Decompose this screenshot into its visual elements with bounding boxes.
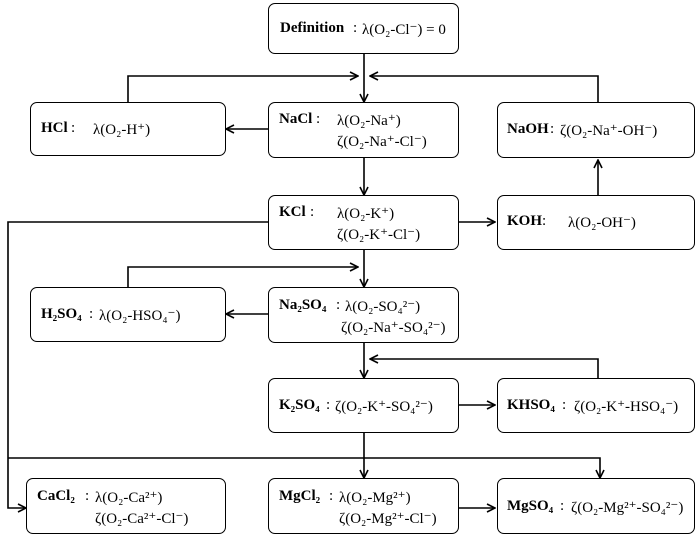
arrow-h2so4-to-main <box>127 267 358 287</box>
node-khso4: KHSO₄: ζ(O₂-K⁺-HSO₄⁻) <box>497 378 695 433</box>
node-h2so4-colon: : <box>89 306 94 322</box>
arrow-kcl-to-cacl2 <box>7 221 268 508</box>
node-k2so4-colon: : <box>326 397 331 413</box>
node-naoh-colon: : <box>550 121 555 137</box>
node-kcl: KCl: λ(O₂-K⁺) ζ(O₂-K⁺-Cl⁻) <box>268 195 459 250</box>
node-na2so4-line-2: ζ(O₂-Na⁺-SO₄²⁻) <box>341 320 446 336</box>
node-k2so4-line-1: ζ(O₂-K⁺-SO₄²⁻) <box>335 399 433 415</box>
node-koh-name: KOH <box>507 213 543 229</box>
node-k2so4: K₂SO₄: ζ(O₂-K⁺-SO₄²⁻) <box>268 378 459 433</box>
arrow-khso4-to-main <box>370 359 599 378</box>
node-definition-name: Definition <box>280 20 345 36</box>
arrow-k2so4-to-mgso4 <box>363 433 600 478</box>
node-mgcl2-name: MgCl₂ <box>279 488 321 504</box>
node-k2so4-name: K₂SO₄ <box>279 397 320 413</box>
node-hcl: HCl: λ(O₂-H⁺) <box>30 102 226 156</box>
node-nacl-name: NaCl <box>279 111 313 127</box>
node-h2so4: H₂SO₄: λ(O₂-HSO₄⁻) <box>30 287 226 342</box>
node-mgcl2-colon: : <box>329 488 334 504</box>
node-na2so4-name: Na₂SO₄ <box>279 297 327 313</box>
node-mgso4-name: MgSO₄ <box>507 498 554 514</box>
node-koh-line-1: λ(O₂-OH⁻) <box>568 215 636 231</box>
node-cacl2-colon: : <box>85 488 90 504</box>
node-hcl-colon: : <box>71 120 76 136</box>
node-kcl-line-2: ζ(O₂-K⁺-Cl⁻) <box>337 227 421 243</box>
node-mgso4: MgSO₄: ζ(O₂-Mg²⁺-SO₄²⁻) <box>497 478 695 534</box>
node-khso4-line-1: ζ(O₂-K⁺-HSO₄⁻) <box>574 399 679 415</box>
node-definition: Definition: λ(O₂-Cl⁻) = 0 <box>268 3 459 54</box>
arrow-hcl-to-main <box>127 76 358 102</box>
node-koh-colon: : <box>542 213 547 229</box>
node-na2so4: Na₂SO₄: λ(O₂-SO₄²⁻) ζ(O₂-Na⁺-SO₄²⁻) <box>268 287 459 343</box>
node-khso4-name: KHSO₄ <box>507 397 555 413</box>
node-naoh: NaOH: ζ(O₂-Na⁺-OH⁻) <box>497 102 695 158</box>
node-khso4-colon: : <box>562 397 567 413</box>
node-naoh-line-1: ζ(O₂-Na⁺-OH⁻) <box>560 123 658 139</box>
node-nacl: NaCl: λ(O₂-Na⁺) ζ(O₂-Na⁺-Cl⁻) <box>268 102 459 158</box>
arrow-naoh-to-main <box>370 76 599 102</box>
node-nacl-line-2: ζ(O₂-Na⁺-Cl⁻) <box>337 134 427 150</box>
node-definition-colon: : <box>353 20 358 36</box>
node-mgcl2-line-2: ζ(O₂-Mg²⁺-Cl⁻) <box>339 511 437 527</box>
node-h2so4-name: H₂SO₄ <box>41 306 82 322</box>
node-kcl-name: KCl <box>279 204 306 220</box>
node-cacl2-line-2: ζ(O₂-Ca²⁺-Cl⁻) <box>95 511 189 527</box>
node-mgcl2: MgCl₂: λ(O₂-Mg²⁺) ζ(O₂-Mg²⁺-Cl⁻) <box>268 478 459 534</box>
node-cacl2-name: CaCl₂ <box>37 488 75 504</box>
node-cacl2-line-1: λ(O₂-Ca²⁺) <box>95 490 163 506</box>
node-kcl-colon: : <box>310 204 315 220</box>
node-mgso4-line-1: ζ(O₂-Mg²⁺-SO₄²⁻) <box>571 500 684 516</box>
arrow-to-mgcl2 <box>8 457 364 478</box>
node-hcl-name: HCl <box>41 120 68 136</box>
node-nacl-line-1: λ(O₂-Na⁺) <box>337 113 401 129</box>
node-na2so4-line-1: λ(O₂-SO₄²⁻) <box>345 299 421 315</box>
node-naoh-name: NaOH <box>507 121 549 137</box>
node-mgcl2-line-1: λ(O₂-Mg²⁺) <box>339 490 411 506</box>
node-mgso4-colon: : <box>560 498 565 514</box>
node-h2so4-line-1: λ(O₂-HSO₄⁻) <box>99 308 181 324</box>
node-na2so4-colon: : <box>336 297 341 313</box>
node-definition-line-1: λ(O₂-Cl⁻) = 0 <box>362 22 446 38</box>
node-nacl-colon: : <box>316 111 321 127</box>
node-kcl-line-1: λ(O₂-K⁺) <box>337 206 395 222</box>
node-hcl-line-1: λ(O₂-H⁺) <box>93 122 151 138</box>
node-cacl2: CaCl₂: λ(O₂-Ca²⁺) ζ(O₂-Ca²⁺-Cl⁻) <box>26 478 226 534</box>
node-koh: KOH: λ(O₂-OH⁻) <box>497 195 695 250</box>
